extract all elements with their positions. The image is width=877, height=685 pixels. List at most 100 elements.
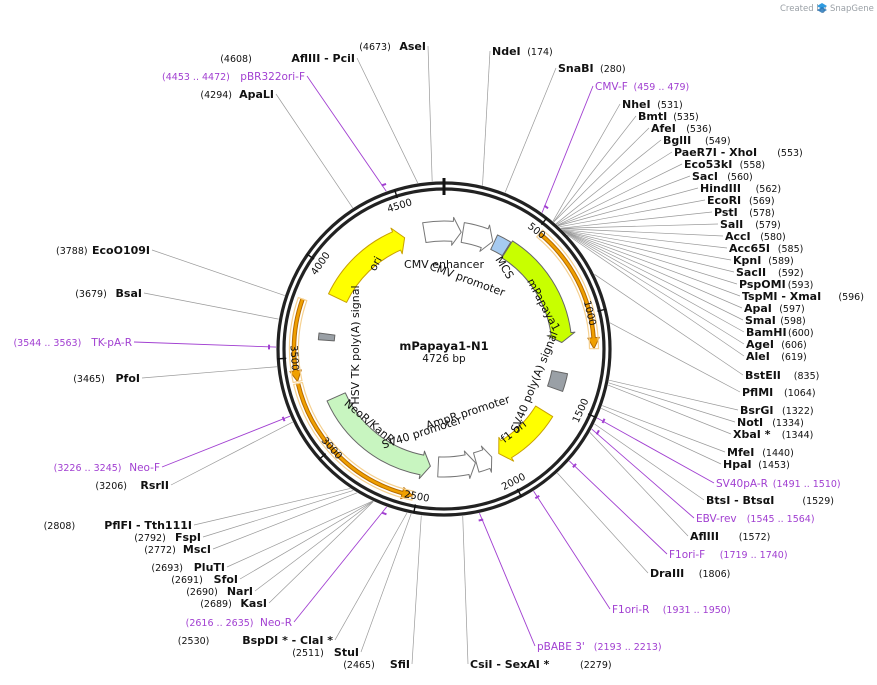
site-position: (2689) — [200, 599, 232, 610]
enzyme-site-label[interactable]: BstEII(835) — [745, 369, 819, 382]
leader-line — [557, 472, 649, 574]
primer-label[interactable]: Neo-R(2616 .. 2635) — [186, 617, 292, 629]
credit-brand: SnapGene — [830, 4, 874, 14]
site-name: MfeI — [727, 446, 754, 459]
enzyme-site-label[interactable]: AflIII - PciI(4608) — [220, 52, 355, 65]
enzyme-site-label[interactable]: SacI(560) — [692, 170, 753, 183]
enzyme-site-label[interactable]: ApaI(597) — [744, 302, 805, 315]
enzyme-site-label[interactable]: NdeI(174) — [492, 45, 553, 58]
map-center-text: mPapaya1-N1 4726 bp — [399, 339, 488, 365]
enzyme-site-label[interactable]: PaeR7I - XhoI(553) — [674, 146, 803, 159]
site-name: SfiI — [390, 658, 410, 671]
leader-line — [608, 379, 739, 411]
enzyme-site-label[interactable]: XbaI *(1344) — [733, 428, 813, 441]
enzyme-site-label[interactable]: SfiI(2465) — [343, 658, 410, 671]
feature-ori — [328, 227, 406, 303]
primer-label[interactable]: EBV-rev(1545 .. 1564) — [696, 513, 815, 525]
enzyme-site-label[interactable]: AleI(619) — [746, 350, 807, 363]
enzyme-site-label[interactable]: BglII(549) — [663, 134, 731, 147]
enzyme-site-label[interactable]: StuI(2511) — [292, 646, 359, 659]
orf-halo — [293, 381, 415, 501]
site-name: AseI — [399, 40, 426, 53]
primer-site-mark — [601, 418, 606, 424]
site-name: AgeI — [746, 338, 774, 351]
primer-label[interactable]: CMV-F(459 .. 479) — [595, 81, 689, 93]
enzyme-site-label[interactable]: NheI(531) — [622, 98, 683, 111]
primer-label[interactable]: pBABE 3'(2193 .. 2213) — [537, 641, 662, 653]
enzyme-site-label[interactable]: PflFI - Tth111I(2808) — [44, 519, 192, 532]
primer-label[interactable]: F1ori-R(1931 .. 1950) — [612, 604, 731, 616]
enzyme-site-label[interactable]: BamHI(600) — [746, 326, 814, 339]
enzyme-site-label[interactable]: Eco53kI(558) — [684, 158, 765, 171]
leader-line — [566, 234, 745, 357]
primer-label[interactable]: TK-pA-R(3544 .. 3563) — [13, 337, 132, 349]
enzyme-site-label[interactable]: RsrII(3206) — [95, 479, 169, 492]
enzyme-site-label[interactable]: CsiI - SexAI *(2279) — [470, 658, 612, 671]
site-name: KasI — [240, 597, 267, 610]
enzyme-site-label[interactable]: KpnI(589) — [733, 254, 794, 267]
site-name: BsrGI — [740, 404, 773, 417]
leader-line — [482, 50, 491, 186]
primer-label[interactable]: F1ori-F(1719 .. 1740) — [669, 549, 788, 561]
leader-line — [602, 405, 726, 453]
leader-line — [594, 274, 744, 376]
leader-line — [479, 513, 536, 647]
leader-line — [594, 423, 705, 501]
site-position: (4673) — [359, 42, 391, 53]
enzyme-site-label[interactable]: HpaI(1453) — [723, 458, 790, 471]
enzyme-site-label[interactable]: AseI (4673) — [359, 40, 426, 53]
leader-line — [564, 231, 745, 333]
enzyme-site-label[interactable]: SfoI(2691) — [171, 573, 238, 586]
enzyme-site-label[interactable]: BmtI(535) — [638, 110, 699, 123]
enzyme-site-label[interactable]: TspMI - XmaI(596) — [742, 290, 864, 303]
primer-label[interactable]: pBR322ori-F(4453 .. 4472) — [162, 71, 305, 83]
enzyme-site-label[interactable]: BsaI(3679) — [75, 287, 142, 300]
enzyme-site-label[interactable]: BsrGI(1322) — [740, 404, 814, 417]
enzyme-site-label[interactable]: NotI(1334) — [737, 416, 804, 429]
site-position: (596) — [838, 292, 864, 303]
enzyme-site-label[interactable]: AfeI(536) — [651, 122, 712, 135]
enzyme-site-label[interactable]: PluTI(2693) — [151, 561, 225, 574]
enzyme-site-label[interactable]: SmaI(598) — [745, 314, 806, 327]
enzyme-site-label[interactable]: PspOMI(593) — [739, 278, 813, 291]
enzyme-site-label[interactable]: AflIII(1572) — [690, 530, 770, 543]
feature-mpapaya1 — [501, 240, 576, 343]
enzyme-site-label[interactable]: MscI(2772) — [144, 543, 211, 556]
enzyme-site-label[interactable]: BtsI - BtsαI(1529) — [706, 494, 834, 507]
enzyme-site-label[interactable]: AccI(580) — [725, 230, 786, 243]
enzyme-site-label[interactable]: PfoI(3465) — [73, 372, 140, 385]
enzyme-site-label[interactable]: Acc65I(585) — [729, 242, 803, 255]
site-position: (579) — [755, 220, 781, 231]
site-position: (1931 .. 1950) — [663, 605, 731, 616]
leader-line — [562, 230, 735, 273]
enzyme-site-label[interactable]: FspI(2792) — [134, 531, 201, 544]
enzyme-site-label[interactable]: SacII(592) — [736, 266, 804, 279]
leader-line — [193, 488, 351, 526]
enzyme-site-label[interactable]: KasI (2689) — [200, 597, 267, 610]
enzyme-site-label[interactable]: HindIII(562) — [700, 182, 781, 195]
enzyme-site-label[interactable]: DraIII(1806) — [650, 567, 730, 580]
site-position: (3206) — [95, 481, 127, 492]
site-name: HpaI — [723, 458, 752, 471]
enzyme-site-label[interactable]: SnaBI(280) — [558, 62, 626, 75]
enzyme-site-label[interactable]: EcoO109I(3788) — [56, 244, 150, 257]
tick-mark — [587, 413, 597, 419]
enzyme-site-label[interactable]: NarI(2690) — [186, 585, 253, 598]
enzyme-site-label[interactable]: BspDI * - ClaI *(2530) — [178, 634, 333, 647]
enzyme-site-label[interactable]: SalI(579) — [720, 218, 781, 231]
enzyme-site-label[interactable]: MfeI(1440) — [727, 446, 794, 459]
site-position: (1806) — [699, 569, 731, 580]
enzyme-site-label[interactable]: EcoRI(569) — [707, 194, 775, 207]
primer-label[interactable]: Neo-F(3226 .. 3245) — [54, 462, 160, 474]
enzyme-site-label[interactable]: PflMI(1064) — [742, 386, 816, 399]
site-name: PfoI — [116, 372, 141, 385]
enzyme-site-label[interactable]: PstI(578) — [714, 206, 775, 219]
snapgene-logo-icon — [817, 3, 827, 13]
enzyme-site-label[interactable]: ApaLI(4294) — [200, 88, 274, 101]
leader-line — [556, 151, 673, 225]
enzyme-site-label[interactable]: AgeI(606) — [746, 338, 807, 351]
site-position: (4294) — [200, 90, 232, 101]
primer-label[interactable]: SV40pA-R(1491 .. 1510) — [716, 478, 841, 490]
site-position: (2792) — [134, 533, 166, 544]
leader-line — [462, 515, 469, 665]
